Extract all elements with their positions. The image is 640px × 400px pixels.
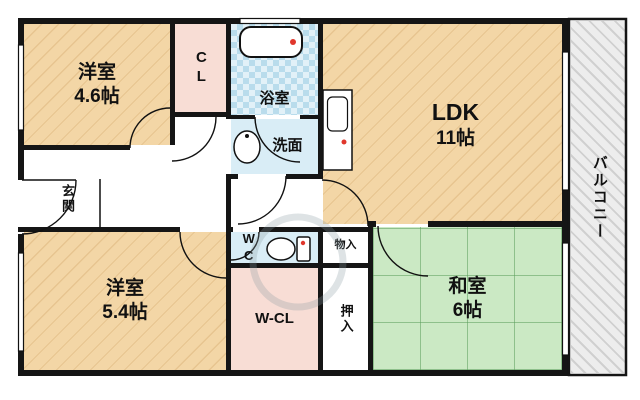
room-label: バルコニー	[590, 154, 608, 240]
room-label: 浴室	[259, 90, 290, 108]
room-size: 6帖	[452, 299, 483, 321]
room-label: 押入	[338, 304, 354, 334]
room-label: 洗面	[272, 137, 303, 155]
door-arc	[237, 175, 287, 225]
room-washroom: 洗面	[231, 119, 318, 174]
window	[17, 44, 25, 131]
room-label: CL	[192, 49, 210, 87]
room-balcony: バルコニー	[571, 21, 626, 373]
window	[561, 242, 570, 356]
entrance-label: 玄関	[60, 184, 75, 214]
room-label: 洋室	[77, 61, 116, 83]
room-ldk: LDK 11帖	[323, 24, 562, 224]
door-arc	[171, 116, 217, 162]
room-western-5-4: 洋室 5.4帖	[24, 232, 226, 370]
room-closet-cl: CL	[175, 24, 226, 112]
room-label: W-CL	[255, 309, 294, 327]
room-label: WC	[241, 230, 257, 265]
window	[561, 51, 570, 191]
window	[17, 252, 25, 352]
room-label: 物入	[334, 239, 357, 252]
room-size: 11帖	[435, 127, 476, 149]
room-label: LDK	[431, 98, 480, 125]
window	[239, 17, 301, 25]
room-japanese-6: 和室 6帖	[373, 227, 562, 370]
room-bathroom: 浴室	[231, 24, 318, 115]
room-size: 5.4帖	[102, 302, 148, 323]
room-label: 和室	[448, 275, 487, 297]
room-western-4-6: 洋室 4.6帖	[24, 24, 170, 145]
room-toilet: WC	[231, 230, 318, 265]
room-walk-in-closet: W-CL	[231, 268, 318, 370]
room-storage-monoire: 物入	[323, 229, 368, 263]
room-label: 洋室	[105, 278, 144, 300]
room-closet-oshiire: 押入	[323, 268, 368, 370]
room-size: 4.6帖	[74, 85, 120, 107]
